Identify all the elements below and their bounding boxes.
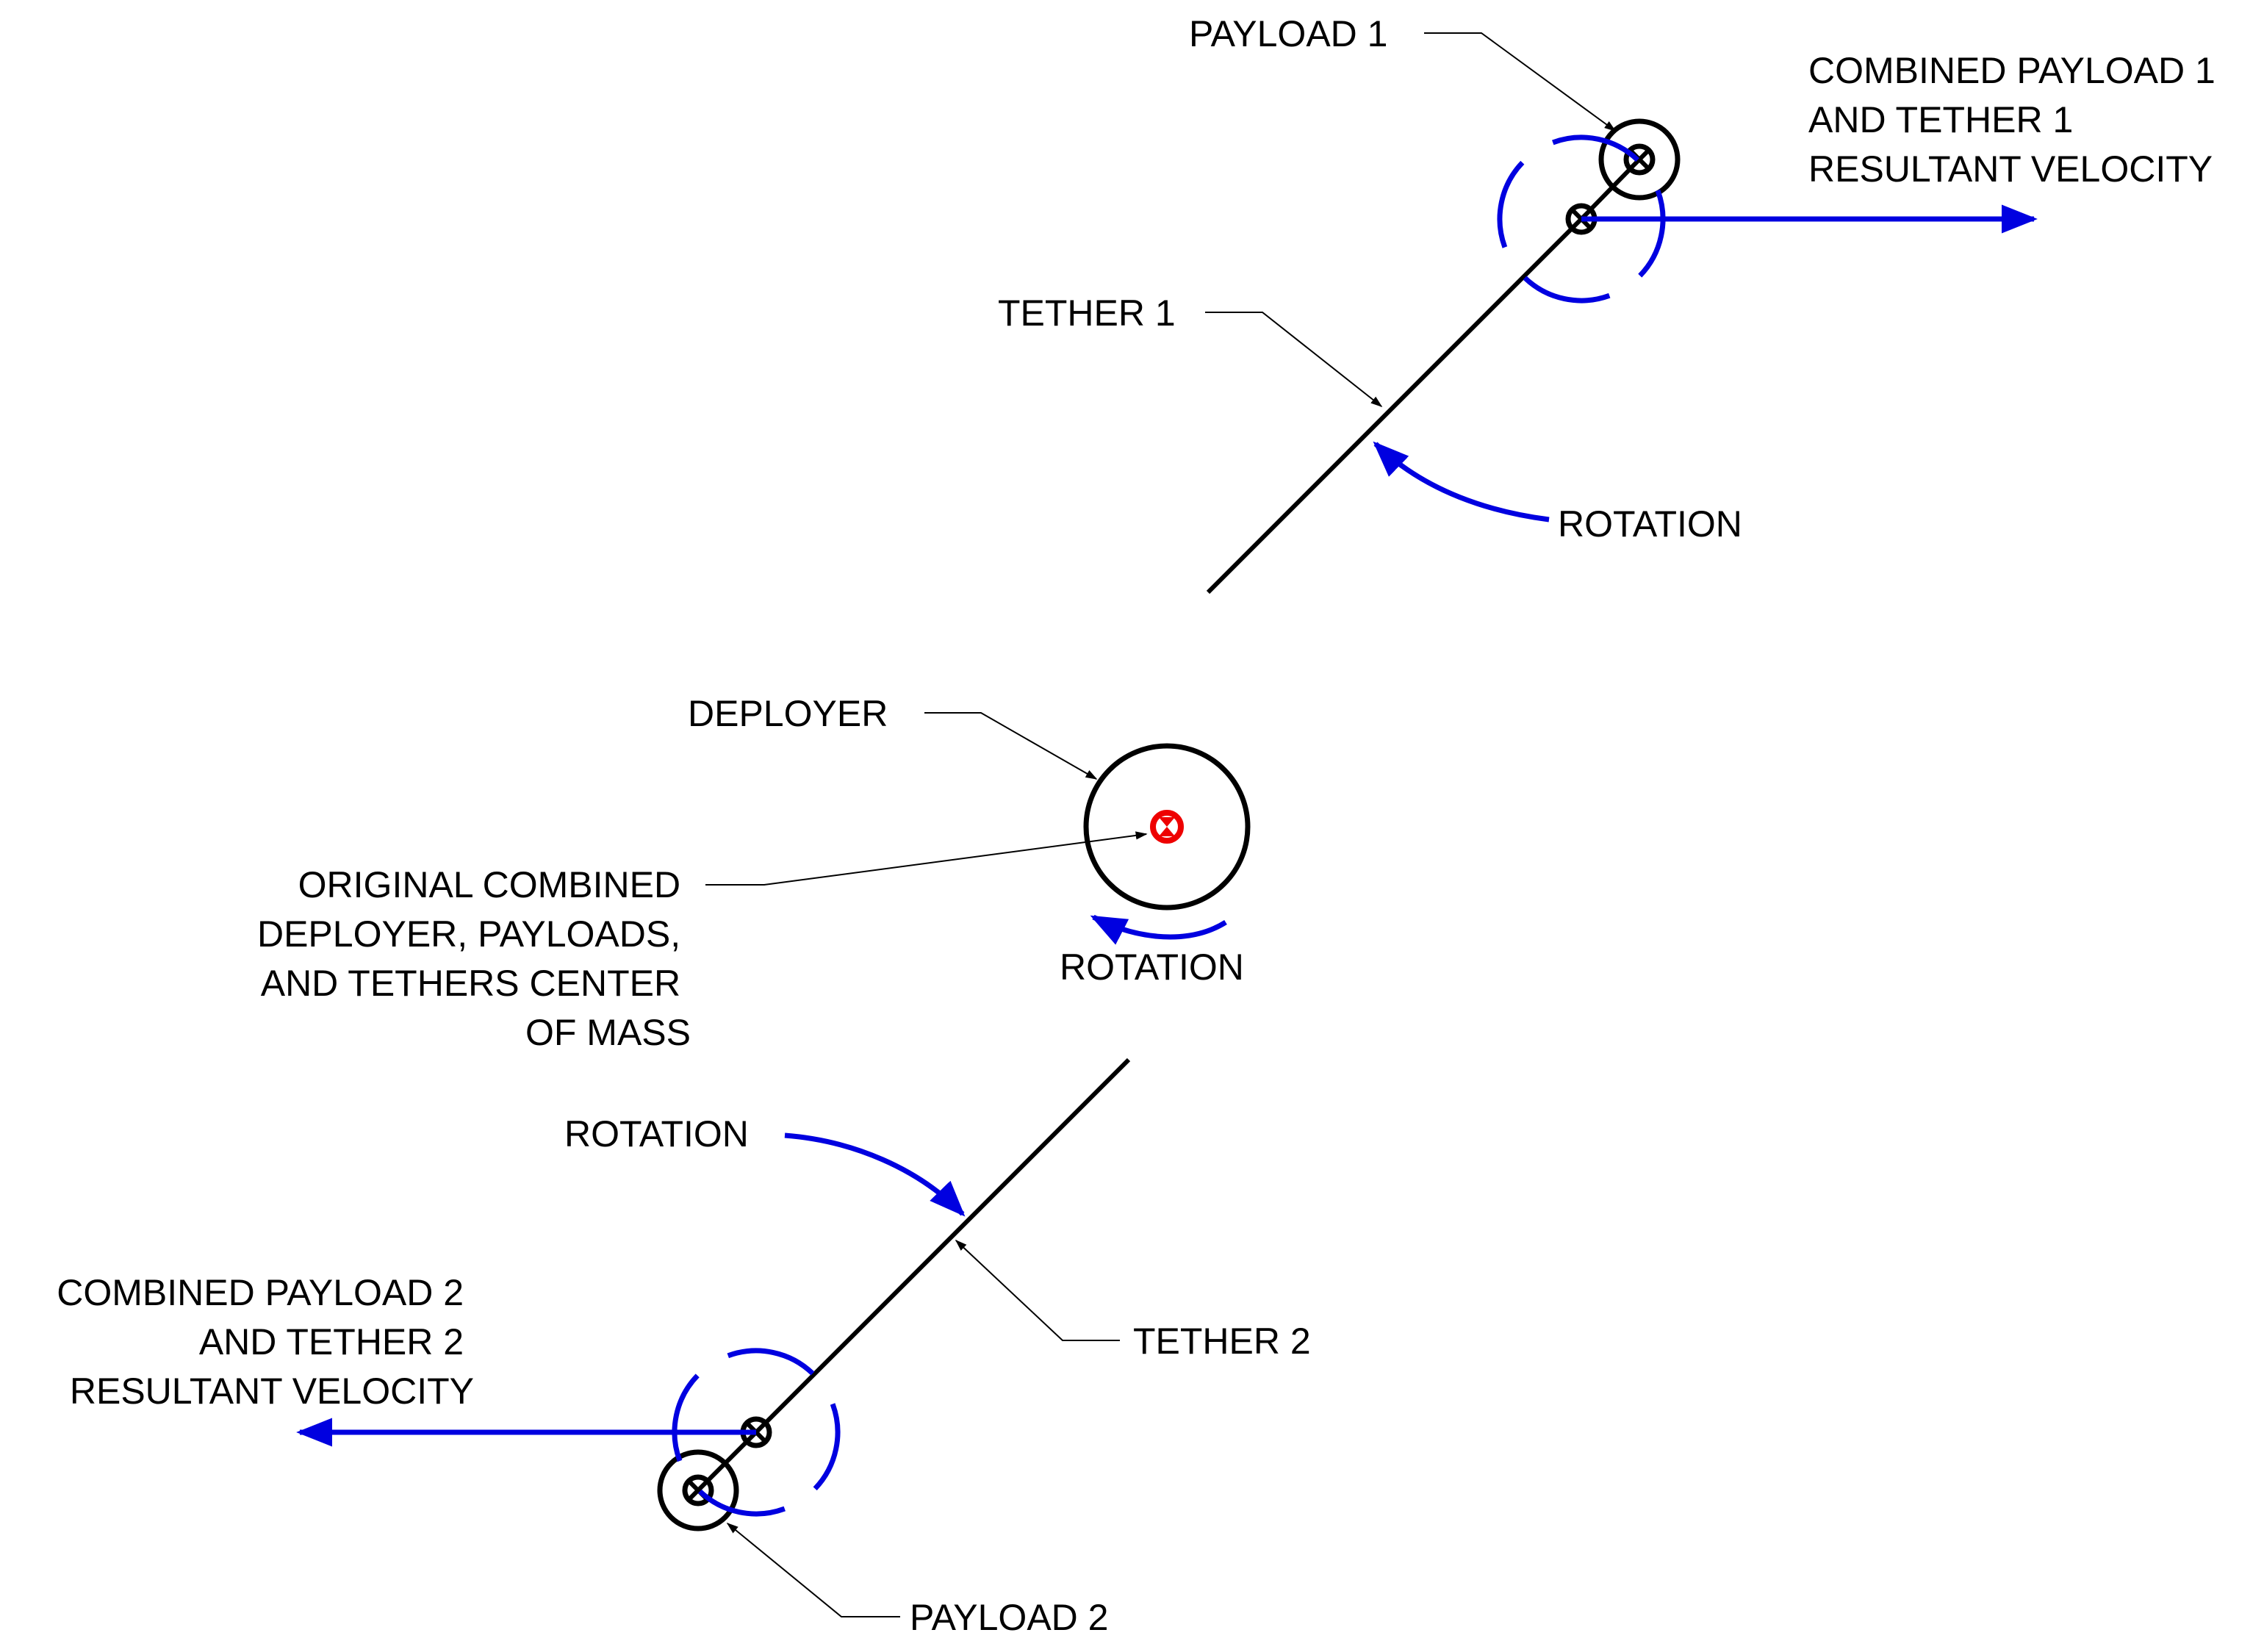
center-of-mass-leader: [705, 831, 1148, 886]
payload-2-leader: [726, 1522, 900, 1617]
rotation-arrow-mid: [1090, 914, 1227, 945]
rotation-arrow-bottom: [784, 1132, 966, 1217]
center-of-mass-label: ORIGINAL COMBINED DEPLOYER, PAYLOADS, AN…: [257, 864, 691, 1053]
combined-velocity-1-label: COMBINED PAYLOAD 1 AND TETHER 1 RESULTAN…: [1808, 50, 2226, 190]
combined-velocity-2-label: COMBINED PAYLOAD 2 AND TETHER 2 RESULTAN…: [57, 1272, 474, 1412]
center-of-mass-marker: [1150, 810, 1184, 844]
payload-1-leader: [1424, 32, 1617, 132]
tether-2-label: TETHER 2: [1133, 1321, 1311, 1362]
deployer-circle: [1083, 743, 1251, 911]
rotation-mid-label: ROTATION: [1060, 947, 1244, 988]
payload-2-circle: [657, 1449, 739, 1531]
rotation-path-2: [672, 1348, 841, 1517]
tether-1-label: TETHER 1: [998, 292, 1176, 334]
deployer-leader: [924, 712, 1098, 780]
payload-2-label: PAYLOAD 2: [910, 1597, 1108, 1638]
deployer-label: DEPLOYER: [688, 693, 888, 734]
rotation-arrow-top: [1373, 441, 1550, 522]
tether-1-leader: [1205, 312, 1383, 407]
rotation-path-1: [1497, 134, 1666, 304]
payload-1-label: PAYLOAD 1: [1189, 13, 1387, 54]
tether-2-line: [754, 1057, 1131, 1434]
tether-2-leader: [955, 1239, 1120, 1341]
payload-1-center-marker: [1623, 143, 1656, 176]
rotation-top-label: ROTATION: [1558, 503, 1742, 545]
payload-1-circle: [1598, 118, 1681, 201]
rotation-bottom-label: ROTATION: [564, 1113, 749, 1154]
tether-1-line: [1206, 217, 1584, 595]
